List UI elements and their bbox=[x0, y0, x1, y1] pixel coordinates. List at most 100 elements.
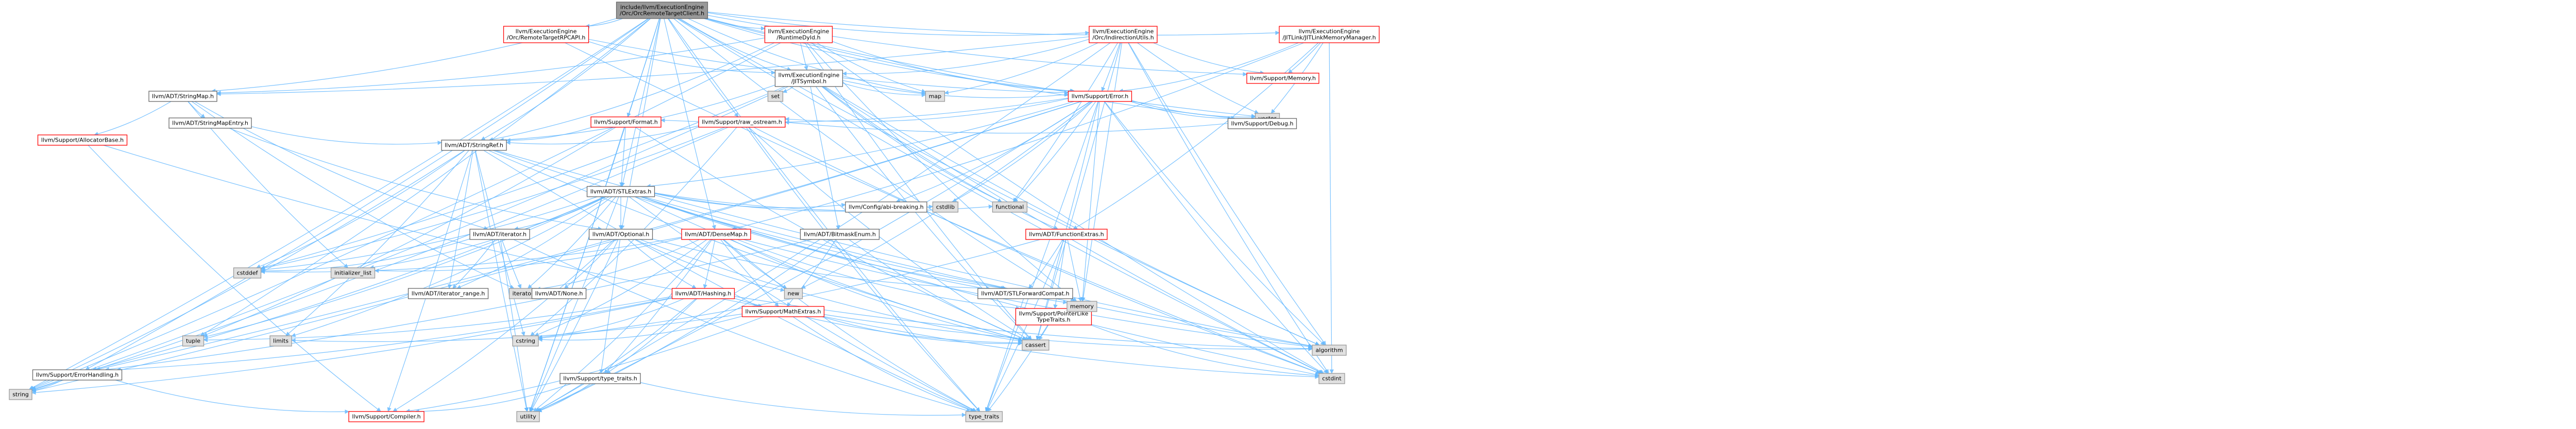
edge-debug-to-rawostream bbox=[785, 120, 1228, 134]
node-label: tuple bbox=[186, 338, 200, 345]
node-smentry[interactable]: llvm/ADT/StringMapEntry.h bbox=[168, 117, 252, 129]
node-rtdyld[interactable]: llvm/ExecutionEngine/RuntimeDyld.h bbox=[764, 26, 833, 43]
node-indirect[interactable]: llvm/ExecutionEngine/Orc/IndirectionUtil… bbox=[1089, 26, 1158, 43]
node-memory[interactable]: llvm/Support/Memory.h bbox=[1246, 73, 1319, 84]
edge-indirect-to-map bbox=[944, 42, 1098, 95]
node-box bbox=[616, 2, 708, 19]
edge-error-to-rawostream bbox=[785, 98, 1069, 122]
node-optional[interactable]: llvm/ADT/Optional.h bbox=[588, 229, 653, 240]
edge-jitsym-to-stringref bbox=[499, 84, 775, 142]
node-label: functional bbox=[996, 204, 1024, 211]
node-jitsym[interactable]: llvm/ExecutionEngine/JITSymbol.h bbox=[774, 70, 843, 87]
node-box bbox=[168, 117, 252, 129]
node-cstdint: cstdint bbox=[1318, 373, 1345, 384]
node-box bbox=[348, 411, 425, 422]
node-iterator_h[interactable]: llvm/ADT/iterator.h bbox=[469, 229, 530, 240]
edge-funcextras-to-stlfwd bbox=[1028, 239, 1063, 289]
edge-stlextras-to-algorithm bbox=[643, 196, 1313, 348]
node-jitlink[interactable]: llvm/ExecutionEngine/JITLink/JITLinkMemo… bbox=[1279, 26, 1380, 43]
node-compiler[interactable]: llvm/Support/Compiler.h bbox=[348, 411, 425, 422]
edge-error-to-errhandling bbox=[95, 101, 1081, 371]
node-box bbox=[512, 335, 539, 347]
edge-bitmask-to-cassert bbox=[849, 239, 1027, 341]
edge-allocbase-to-compiler bbox=[88, 145, 381, 412]
node-label: llvm/Support/Format.h bbox=[594, 119, 657, 126]
node-allocbase[interactable]: llvm/Support/AllocatorBase.h bbox=[37, 134, 128, 146]
node-stlextras[interactable]: llvm/ADT/STLExtras.h bbox=[586, 186, 655, 197]
node-iterrange[interactable]: llvm/ADT/iterator_range.h bbox=[408, 288, 489, 299]
edge-iterator_h-to-cstddef bbox=[260, 238, 470, 273]
node-none[interactable]: llvm/ADT/None.h bbox=[531, 288, 587, 299]
node-funcextras[interactable]: llvm/ADT/FunctionExtras.h bbox=[1025, 229, 1108, 240]
node-limits: limits bbox=[269, 335, 292, 347]
node-label: llvm/Support/raw_ostream.h bbox=[702, 119, 782, 126]
edge-optional-to-compiler bbox=[393, 239, 615, 412]
node-box bbox=[441, 140, 507, 151]
edge-jitlink-to-error bbox=[1118, 42, 1299, 93]
node-stringmap[interactable]: llvm/ADT/StringMap.h bbox=[148, 91, 217, 102]
node-typetraits_h[interactable]: llvm/Support/type_traits.h bbox=[560, 373, 641, 384]
edge-funcextras-to-cstring bbox=[538, 239, 1041, 340]
edge-root-to-jitsym bbox=[680, 18, 792, 71]
node-utility: utility bbox=[516, 411, 540, 422]
edge-densemap-to-algorithm bbox=[743, 239, 1313, 349]
node-label: llvm/ADT/BitmaskEnum.h bbox=[804, 231, 876, 238]
node-hashing[interactable]: llvm/ADT/Hashing.h bbox=[671, 288, 735, 299]
edge-rtdyld-to-jitsym bbox=[800, 42, 808, 71]
node-box bbox=[516, 411, 540, 422]
node-label: string bbox=[12, 391, 29, 398]
node-box bbox=[469, 229, 530, 240]
node-mathextras[interactable]: llvm/Support/MathExtras.h bbox=[741, 306, 825, 317]
edge-optional-to-stlfwd bbox=[652, 238, 991, 291]
node-cassert: cassert bbox=[1022, 339, 1049, 351]
node-error[interactable]: llvm/Support/Error.h bbox=[1067, 91, 1132, 102]
node-label: /Orc/OrcRemoteTargetClient.h bbox=[620, 10, 704, 17]
node-rawostream[interactable]: llvm/Support/raw_ostream.h bbox=[698, 116, 786, 128]
node-stringref[interactable]: llvm/ADT/StringRef.h bbox=[441, 140, 507, 151]
edge-jitsym-to-algorithm bbox=[824, 86, 1320, 346]
edge-mathextras-to-cassert bbox=[822, 316, 1023, 346]
edge-root-to-stringref bbox=[481, 18, 651, 141]
node-box bbox=[531, 288, 587, 299]
node-box bbox=[774, 70, 843, 87]
node-label: type_traits bbox=[969, 414, 999, 420]
edge-error-to-vector bbox=[1131, 100, 1256, 119]
node-label: llvm/ADT/FunctionExtras.h bbox=[1029, 231, 1104, 238]
node-root[interactable]: include/llvm/ExecutionEngine/Orc/OrcRemo… bbox=[616, 2, 708, 19]
edge-error-to-cstdint bbox=[1104, 101, 1328, 374]
node-label: iterator bbox=[513, 290, 534, 297]
edge-optional-to-cassert bbox=[640, 239, 1023, 344]
node-configbreak[interactable]: llvm/Config/abi-breaking.h bbox=[845, 201, 927, 213]
edge-stringref-to-string bbox=[29, 150, 465, 390]
node-label: llvm/Support/Debug.h bbox=[1231, 121, 1294, 127]
edge-indirect-to-functional bbox=[1013, 42, 1118, 202]
node-box bbox=[1312, 345, 1347, 356]
node-errhandling[interactable]: llvm/Support/ErrorHandling.h bbox=[32, 369, 123, 381]
node-bitmask[interactable]: llvm/ADT/BitmaskEnum.h bbox=[800, 229, 880, 240]
edge-jitsym-to-functional bbox=[821, 86, 1003, 202]
node-debug[interactable]: llvm/Support/Debug.h bbox=[1227, 118, 1297, 129]
node-label: llvm/Support/PointerLike bbox=[1019, 311, 1089, 317]
node-label: cstddef bbox=[237, 270, 259, 277]
node-box bbox=[977, 288, 1073, 299]
node-format[interactable]: llvm/Support/Format.h bbox=[590, 116, 662, 128]
node-label: utility bbox=[520, 414, 536, 420]
node-layer: include/llvm/ExecutionEngine/Orc/OrcRemo… bbox=[9, 2, 1380, 422]
node-box bbox=[590, 116, 662, 128]
node-rtapi[interactable]: llvm/ExecutionEngine/Orc/RemoteTargetRPC… bbox=[503, 26, 589, 43]
node-box bbox=[784, 288, 803, 299]
edge-jitlink-to-memory bbox=[1287, 42, 1321, 74]
edge-jitsym-to-funcextras bbox=[822, 86, 1059, 230]
edge-rtdyld-to-map bbox=[817, 42, 926, 93]
edge-indirect-to-cstdint bbox=[1128, 42, 1329, 374]
edge-root-to-jitlink bbox=[707, 11, 1280, 36]
edge-densemap-to-cstddef bbox=[260, 236, 682, 274]
node-densemap[interactable]: llvm/ADT/DenseMap.h bbox=[681, 229, 751, 240]
node-label: llvm/ADT/StringRef.h bbox=[445, 142, 503, 149]
edge-bitmask-to-mathextras bbox=[786, 239, 837, 307]
node-label: llvm/ADT/iterator.h bbox=[473, 231, 527, 238]
node-stlfwd[interactable]: llvm/ADT/STLForwardCompat.h bbox=[977, 288, 1073, 299]
edge-layer bbox=[28, 11, 1334, 417]
edge-format-to-tuple bbox=[202, 127, 616, 337]
